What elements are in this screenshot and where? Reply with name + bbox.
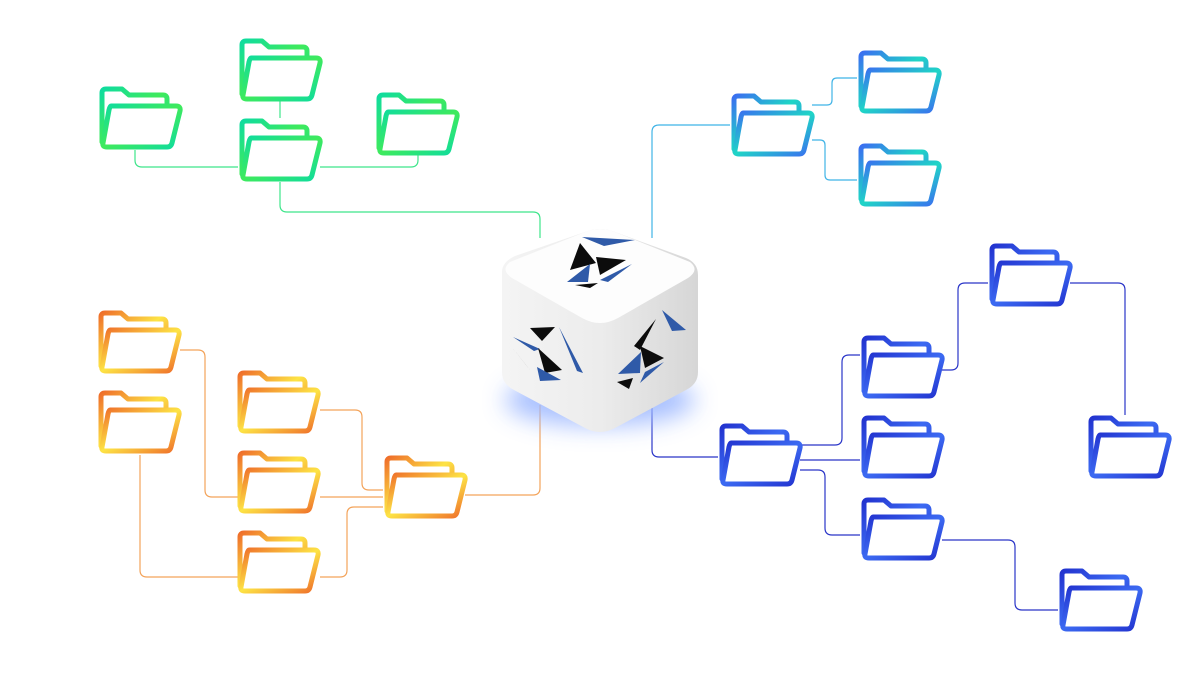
folder-nodes: [97, 38, 1173, 634]
connector-line: [320, 506, 383, 578]
connector-line: [180, 349, 238, 498]
folder-icon[interactable]: [98, 86, 184, 152]
connector-line: [651, 405, 718, 458]
connector-line: [134, 150, 238, 168]
connector-line: [812, 139, 857, 181]
folder-icon[interactable]: [236, 370, 322, 436]
connector-line: [651, 124, 730, 238]
connector-line: [942, 539, 1058, 611]
folder-icon[interactable]: [860, 497, 946, 563]
folder-icon[interactable]: [236, 530, 322, 596]
folder-icon[interactable]: [383, 455, 469, 521]
folder-icon[interactable]: [236, 450, 322, 516]
connector-line: [812, 77, 857, 106]
folder-icon[interactable]: [1058, 568, 1144, 634]
folder-icon[interactable]: [718, 423, 804, 489]
folder-icon[interactable]: [1087, 415, 1173, 481]
folder-icon[interactable]: [860, 415, 946, 481]
connector-line: [320, 155, 419, 168]
folder-icon[interactable]: [730, 93, 816, 159]
storage-cube-logo-icon: [502, 229, 698, 432]
connector-line: [800, 469, 860, 536]
folder-icon[interactable]: [857, 50, 943, 116]
connector-line: [1070, 282, 1126, 415]
folder-icon[interactable]: [97, 310, 183, 376]
folder-icon[interactable]: [238, 118, 324, 184]
connector-line: [320, 409, 383, 491]
folder-icon[interactable]: [860, 335, 946, 401]
connector-line: [800, 354, 860, 446]
connector-line: [942, 282, 988, 371]
folder-icon[interactable]: [988, 243, 1074, 309]
connector-line: [139, 455, 238, 578]
connector-line: [465, 405, 541, 496]
connector-line: [279, 182, 541, 238]
connector-lines: [134, 77, 1126, 611]
folder-icon[interactable]: [857, 143, 943, 209]
folder-icon[interactable]: [375, 92, 461, 158]
folder-icon[interactable]: [97, 390, 183, 456]
folder-icon[interactable]: [238, 38, 324, 104]
